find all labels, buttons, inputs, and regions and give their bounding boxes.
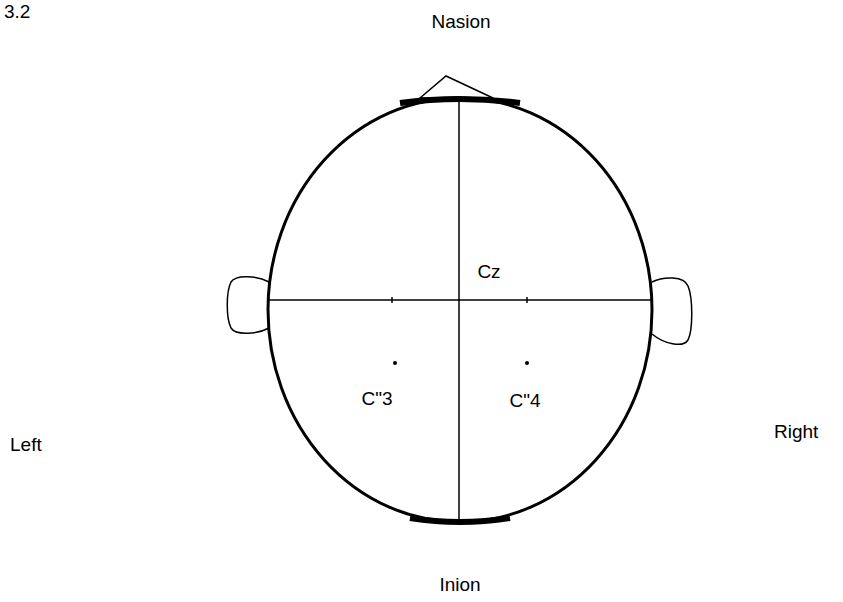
landmark-label: Nasion [431, 12, 490, 31]
nose-symbol [420, 76, 493, 98]
side-label: Left [10, 435, 42, 454]
electrode-dot [393, 361, 397, 365]
side-label: Right [774, 422, 818, 441]
interaural-line [269, 299, 651, 301]
electrode-label: C"4 [509, 391, 540, 410]
tick-mark [526, 297, 528, 303]
figure-number: 3.2 [4, 2, 30, 21]
electrode-label: Cz [477, 262, 500, 281]
head-arc [410, 518, 510, 522]
head-arc [400, 99, 520, 103]
midline [458, 99, 460, 521]
electrode-label: C"3 [361, 389, 392, 408]
right-ear [652, 278, 692, 344]
left-ear [227, 277, 269, 334]
landmark-label: Inion [439, 575, 480, 594]
tick-mark [391, 297, 393, 303]
electrode-dot [525, 361, 529, 365]
head-circle [268, 98, 652, 522]
